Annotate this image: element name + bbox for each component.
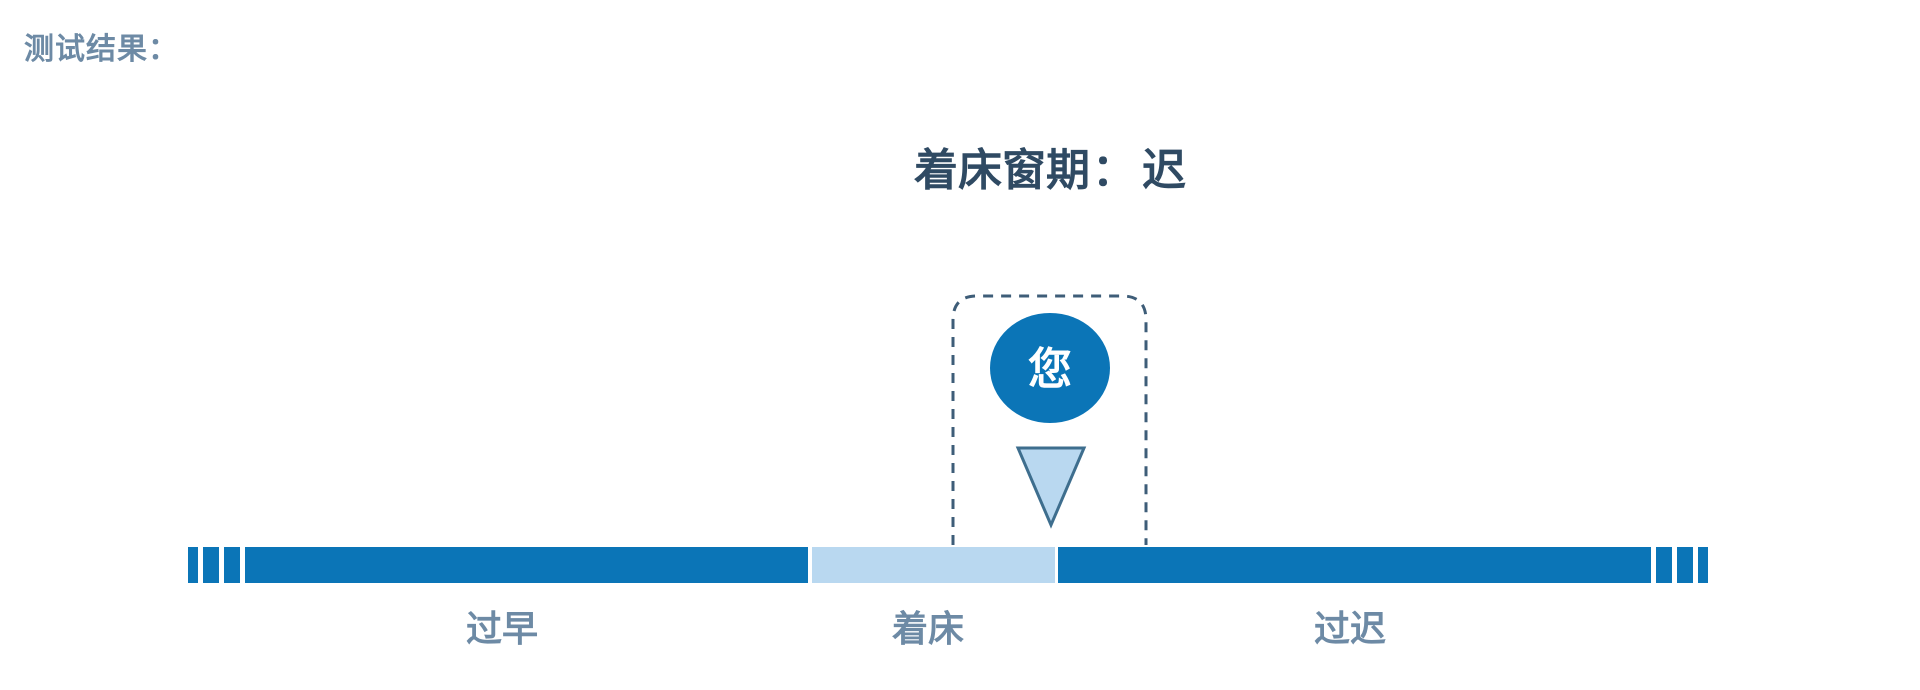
stripe: [188, 547, 198, 583]
timeline-right-end-stripes: [1656, 547, 1708, 583]
marker-label: 您: [1028, 344, 1072, 395]
zone-late-bar: [1058, 547, 1651, 583]
marker-pointer-triangle: [1015, 446, 1087, 529]
zone-label-early: 过早: [465, 609, 538, 650]
stripe: [224, 547, 240, 583]
timeline-left-end-stripes: [188, 547, 240, 583]
result-headline: 着床窗期：迟: [0, 134, 1920, 198]
zone-label-receptive: 着床: [891, 609, 964, 650]
marker-dashed-frame: [951, 294, 1148, 545]
headline-label: 着床窗期: [914, 145, 1090, 196]
stripe: [1677, 547, 1693, 583]
stripe: [203, 547, 219, 583]
zone-receptive-bar: [812, 547, 1055, 583]
zone-early-bar: [245, 547, 808, 583]
headline-separator: ：: [1092, 145, 1136, 196]
headline-value: 迟: [1142, 145, 1186, 196]
zone-label-late: 过迟: [1313, 609, 1386, 650]
timeline-diagram: 您: [188, 294, 1708, 583]
stripe: [1698, 547, 1708, 583]
stripe: [1656, 547, 1672, 583]
marker-circle: [990, 313, 1110, 423]
section-label: 测试结果：: [24, 32, 179, 67]
